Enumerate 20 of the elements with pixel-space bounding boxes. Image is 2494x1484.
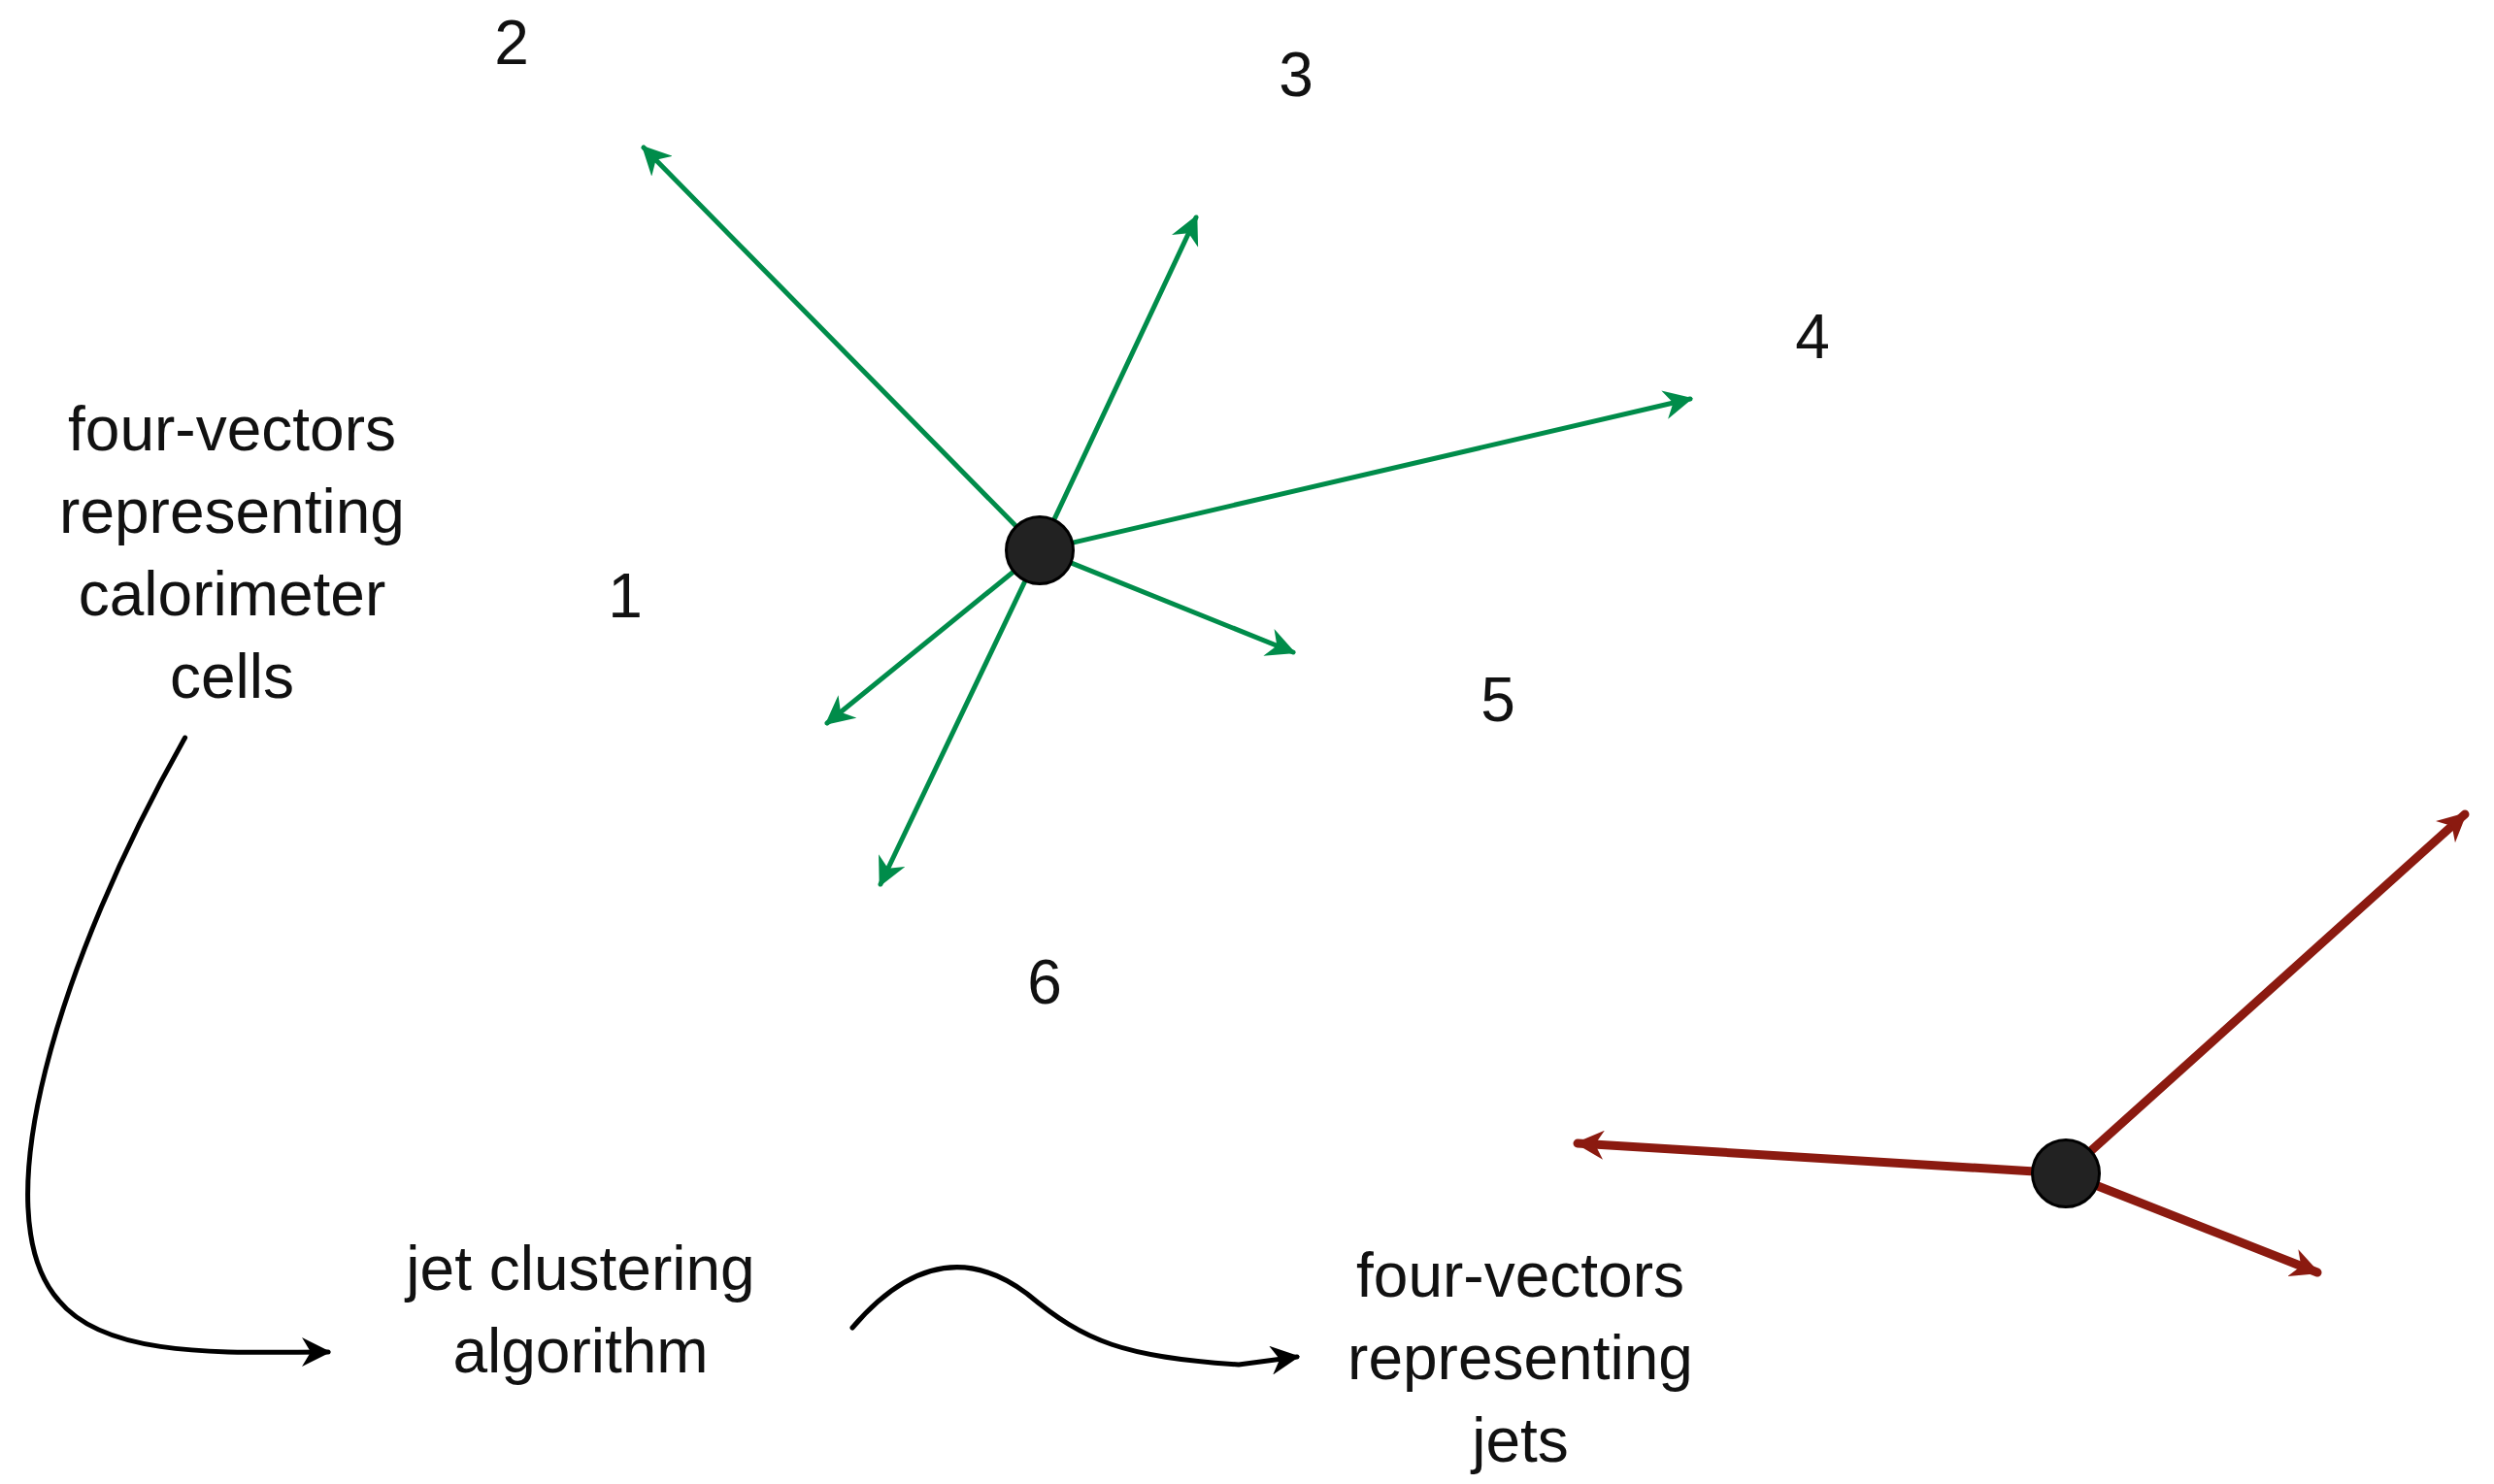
arrow [824, 570, 1015, 726]
arrow [1071, 390, 1693, 545]
vertex-dot [1005, 515, 1075, 585]
node-text: jet clustering algorithm [403, 1233, 756, 1388]
vector-number: 3 [1279, 41, 1314, 109]
arrow [25, 735, 331, 1368]
node-text: four-vectors representing jets [1347, 1239, 1694, 1477]
arrow [1069, 560, 1296, 656]
vector-number: 5 [1480, 666, 1515, 734]
arrow [1051, 214, 1199, 521]
arrow [2087, 809, 2470, 1155]
arrow [641, 145, 1018, 528]
arrow [2094, 1181, 2322, 1277]
vector-number: 6 [1027, 948, 1062, 1016]
vector-number: 4 [1795, 303, 1830, 371]
node-text: four-vectors representing calorimeter cells [58, 393, 406, 713]
vector-number: 1 [608, 562, 643, 630]
arrow [878, 579, 1027, 887]
vector-number: 2 [494, 9, 529, 77]
arrow [849, 1265, 1300, 1375]
